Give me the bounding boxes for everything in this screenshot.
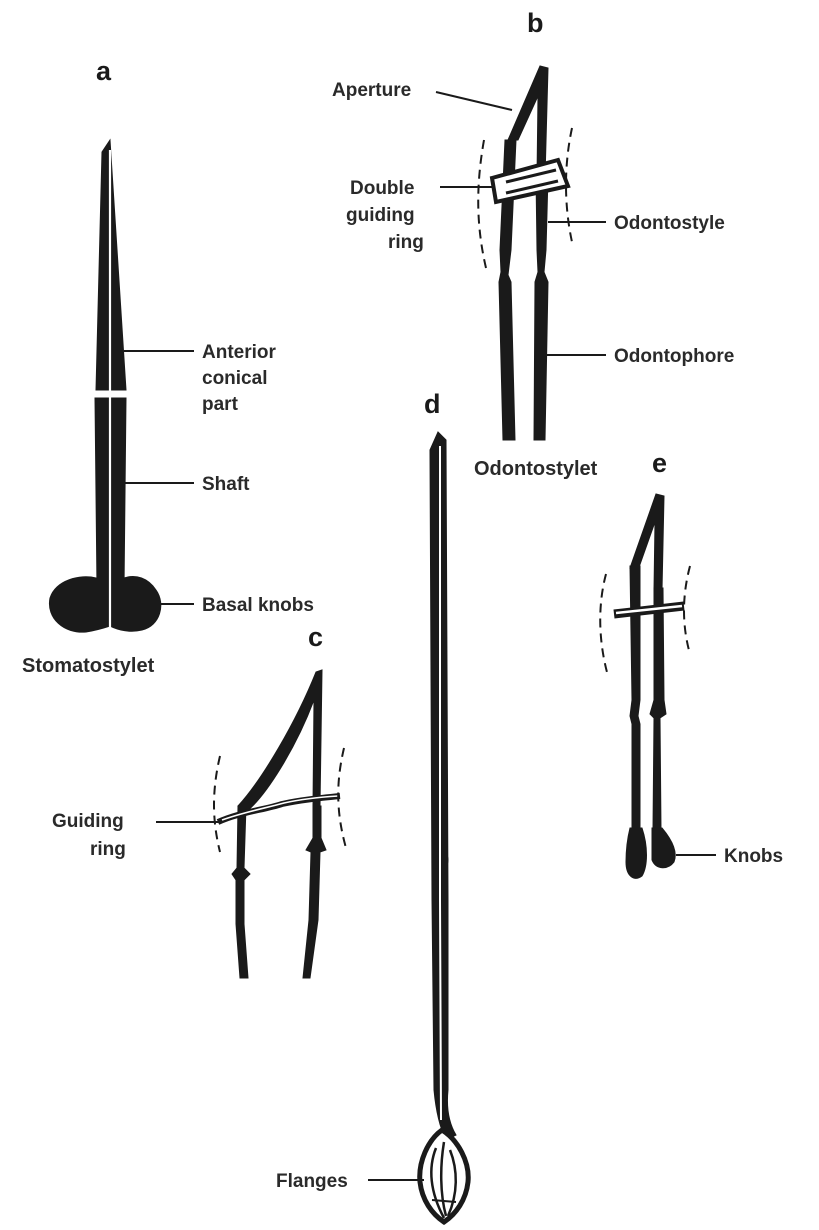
caption-stomatostylet: Stomatostylet [22, 655, 155, 677]
panel-d: d Flanges [276, 389, 468, 1222]
panel-a: a Anterior conical part Shaft Basal knob… [22, 56, 314, 677]
caption-odontostylet: Odontostylet [474, 458, 598, 480]
panel-a-letter: a [96, 56, 112, 86]
panel-c-left-wall [232, 806, 250, 978]
panel-d-lumen [440, 446, 441, 1120]
panel-e-right-wall [650, 588, 666, 830]
panel-e-knob-right [652, 828, 675, 868]
label-ring: ring [388, 232, 424, 253]
label-odontostyle: Odontostyle [614, 213, 725, 234]
label-double: Double [350, 178, 414, 199]
panel-e-body-wall-left [600, 574, 608, 676]
panel-d-stylet [430, 432, 456, 1140]
panel-c-body-wall-left [214, 756, 220, 852]
label-ring-c: ring [90, 839, 126, 860]
panel-c-letter: c [308, 622, 323, 652]
panel-e-body-wall-right [684, 566, 690, 654]
label-guiding-c: Guiding [52, 811, 124, 832]
label-aperture: Aperture [332, 80, 411, 101]
panel-c-guiding-ring [218, 796, 340, 822]
panel-b-body-wall-left [478, 140, 486, 268]
panel-c-right-wall [303, 806, 326, 978]
panel-b: b Aperture Double guiding ring Odontosty… [332, 8, 734, 480]
panel-d-letter: d [424, 389, 441, 419]
panel-c-stylet-tip [238, 670, 322, 812]
label-odontophore: Odontophore [614, 346, 734, 367]
label-knobs: Knobs [724, 846, 783, 867]
label-part: part [202, 394, 239, 415]
panel-e-knob-left [626, 828, 647, 878]
label-guiding: guiding [346, 205, 415, 226]
label-anterior: Anterior [202, 342, 277, 363]
label-conical: conical [202, 368, 267, 389]
odontostyle-right-wall [534, 176, 548, 440]
panel-e-letter: e [652, 448, 667, 478]
label-shaft: Shaft [202, 474, 250, 495]
panel-b-letter: b [527, 8, 544, 38]
label-basal-knobs: Basal knobs [202, 595, 314, 616]
stomatostylet-basal-knobs [49, 577, 160, 633]
leader-aperture [436, 92, 512, 110]
panel-e-left-wall [630, 566, 640, 830]
label-flanges: Flanges [276, 1171, 348, 1192]
panel-e: e Knobs [600, 448, 783, 878]
